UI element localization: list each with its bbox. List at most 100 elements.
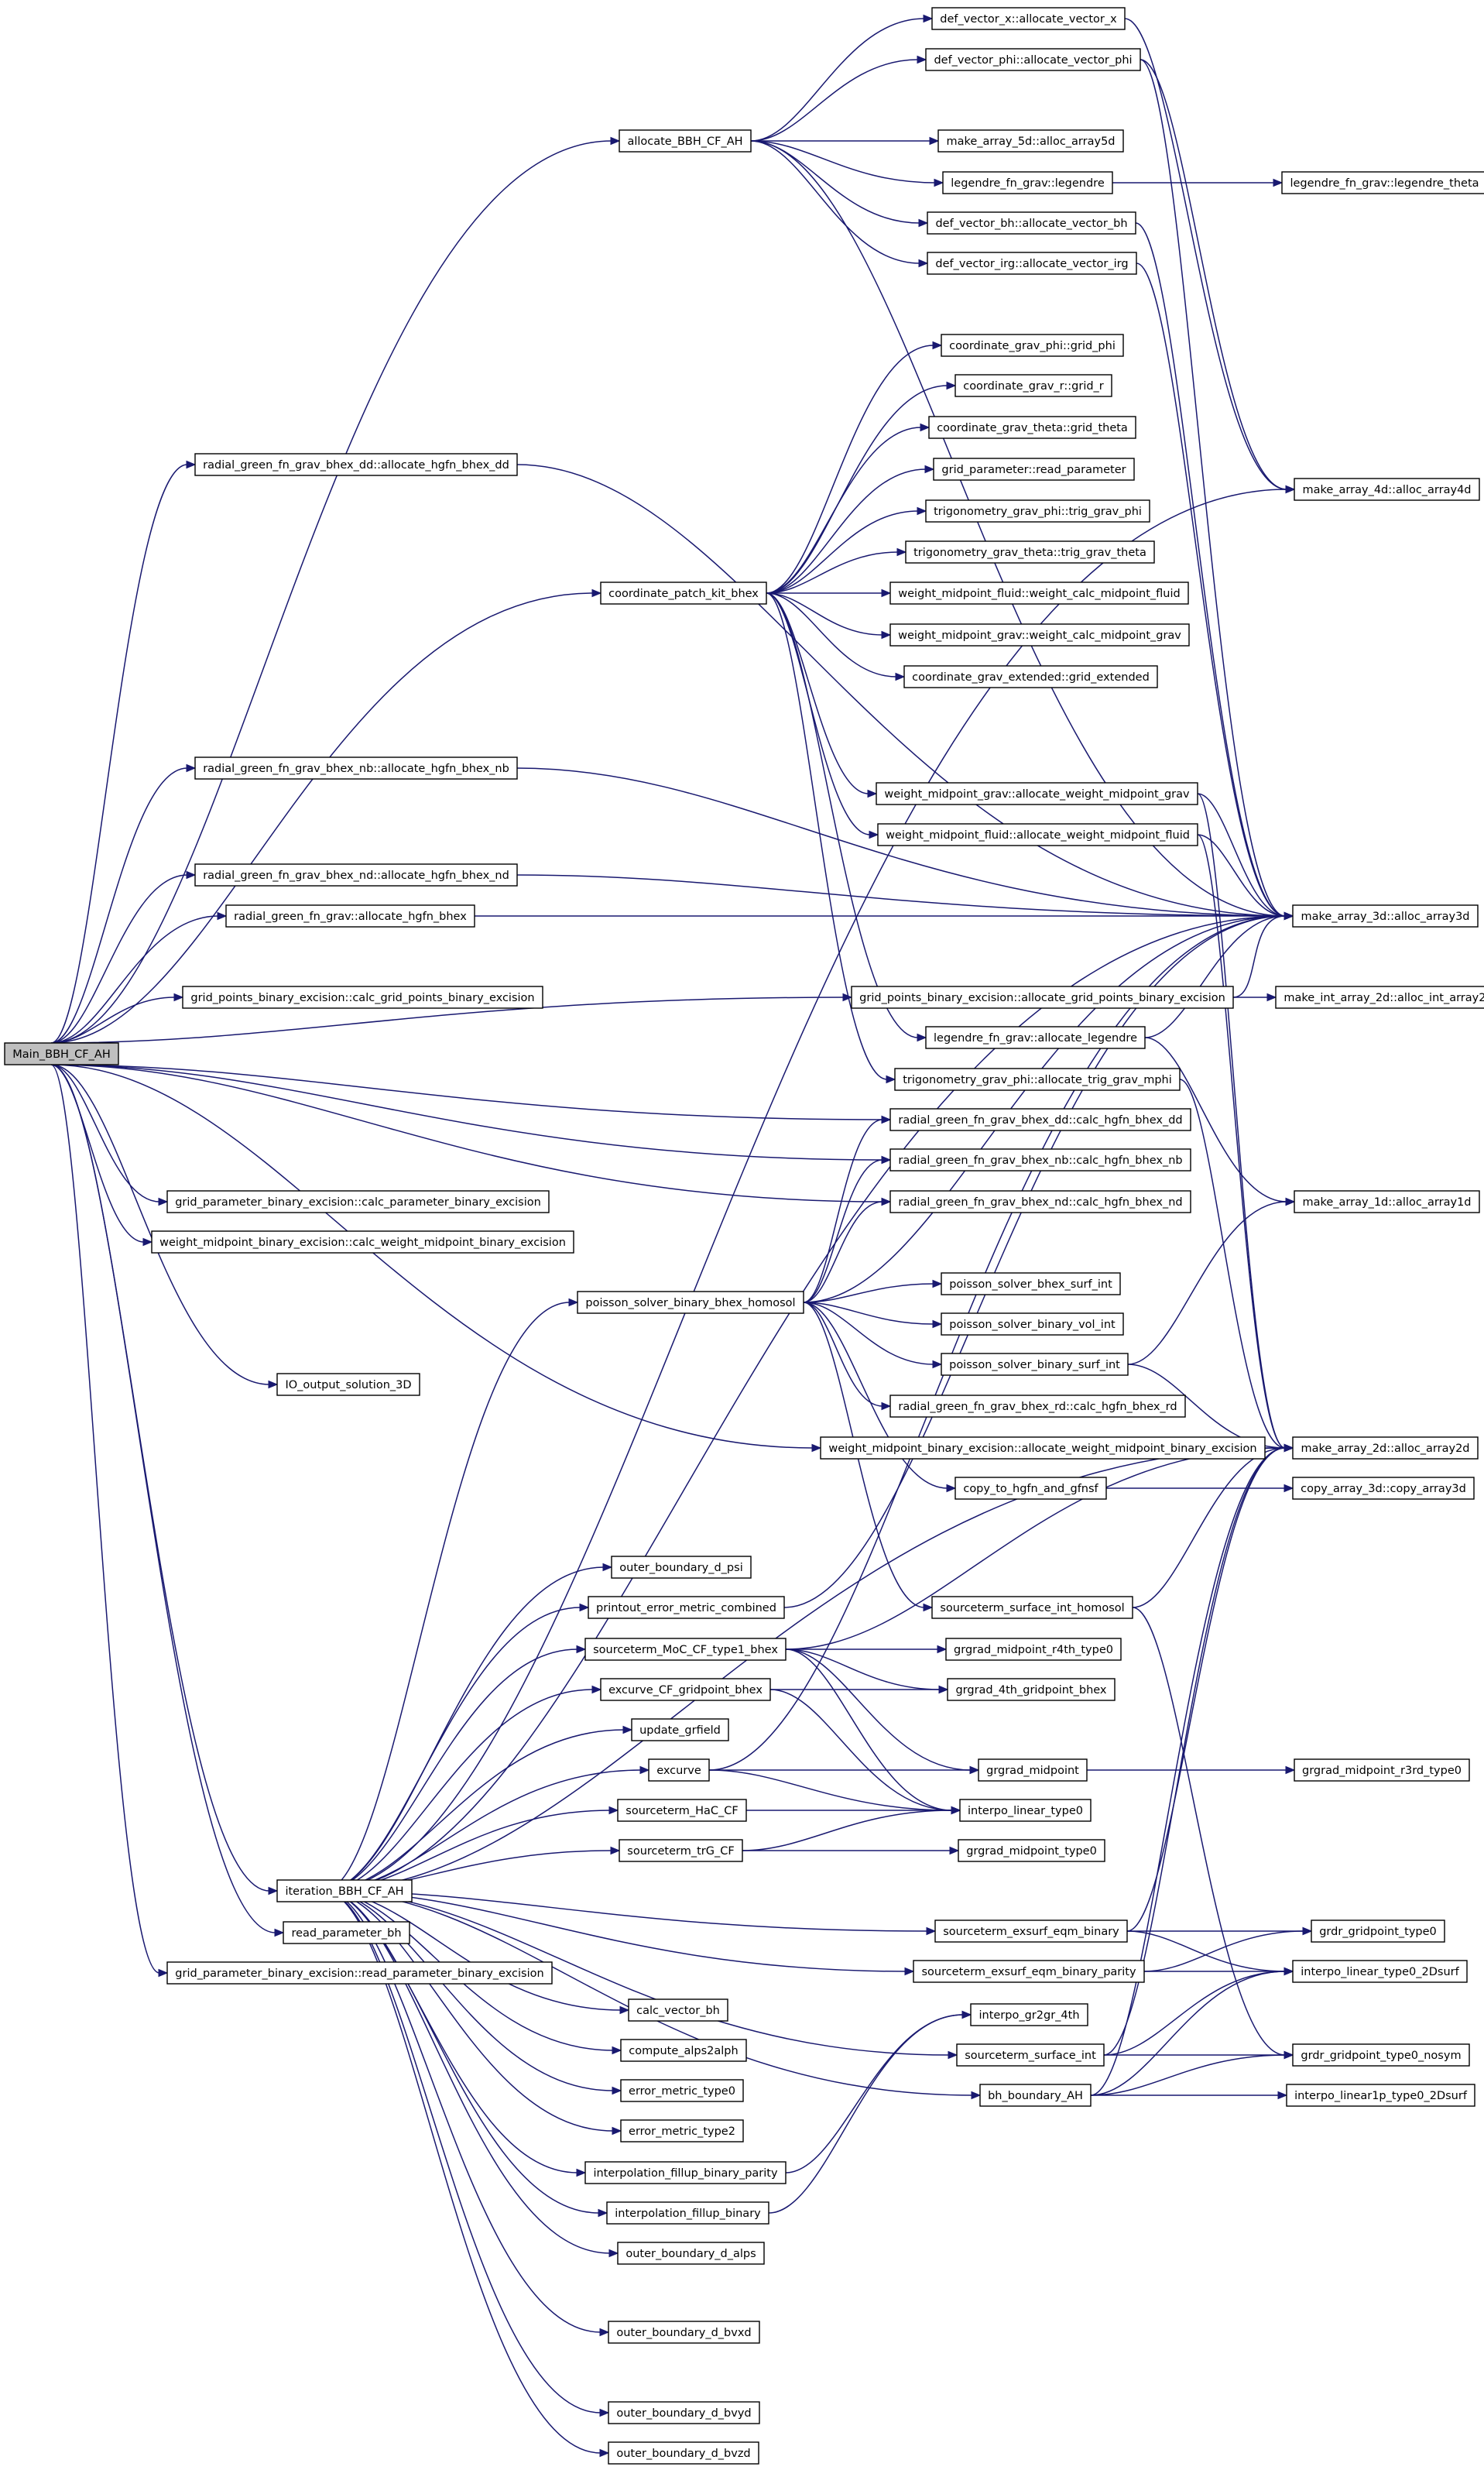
graph-node-il1p[interactable]: interpo_linear1p_type0_2Dsurf	[1286, 2084, 1475, 2107]
graph-node-dvirg[interactable]: def_vector_irg::allocate_vector_irg	[927, 252, 1137, 275]
graph-node-sttrg[interactable]: sourceterm_trG_CF	[619, 1839, 743, 1862]
graph-node-ggm4[interactable]: grgrad_midpoint_r4th_type0	[945, 1638, 1122, 1661]
graph-node-stexp[interactable]: sourceterm_exsurf_eqm_binary_parity	[913, 1960, 1145, 1983]
graph-node-label: coordinate_patch_kit_bhex	[608, 588, 759, 600]
graph-node-gdgtn[interactable]: grdr_gridpoint_type0_nosym	[1292, 2043, 1470, 2067]
graph-node-io3d[interactable]: IO_output_solution_3D	[276, 1373, 420, 1396]
call-edge	[50, 140, 612, 1044]
call-edge-arrowhead	[1284, 2050, 1294, 2060]
graph-node-chrd[interactable]: radial_green_fn_grav_bhex_rd::calc_hgfn_…	[889, 1395, 1186, 1418]
graph-node-ggm3[interactable]: grgrad_midpoint_r3rd_type0	[1294, 1758, 1470, 1782]
graph-node-gdgt0[interactable]: grdr_gridpoint_type0	[1311, 1920, 1445, 1943]
graph-node-dvbh[interactable]: def_vector_bh::allocate_vector_bh	[927, 211, 1136, 235]
graph-node-rp[interactable]: grid_parameter::read_parameter	[933, 458, 1135, 481]
graph-node-psbsi[interactable]: poisson_solver_bhex_surf_int	[941, 1272, 1121, 1295]
graph-node-chdd[interactable]: radial_green_fn_grav_bhex_dd::calc_hgfn_…	[889, 1108, 1191, 1131]
graph-node-wcmf[interactable]: weight_midpoint_fluid::weight_calc_midpo…	[889, 582, 1189, 605]
graph-node-box	[945, 1638, 1122, 1661]
graph-node-gg4gp[interactable]: grgrad_4th_gridpoint_bhex	[947, 1678, 1116, 1701]
graph-node-chnb[interactable]: radial_green_fn_grav_bhex_nb::calc_hgfn_…	[889, 1148, 1191, 1172]
graph-node-dvphi[interactable]: def_vector_phi::allocate_vector_phi	[925, 48, 1141, 71]
graph-node-leg[interactable]: legendre_fn_grav::legendre	[942, 171, 1113, 194]
graph-node-bhbah[interactable]: bh_boundary_AH	[979, 2084, 1092, 2107]
graph-node-psbvi[interactable]: poisson_solver_binary_vol_int	[941, 1312, 1124, 1336]
graph-node-iter[interactable]: iteration_BBH_CF_AH	[276, 1879, 413, 1902]
graph-node-main[interactable]: Main_BBH_CF_AH	[4, 1042, 119, 1065]
graph-node-pemc[interactable]: printout_error_metric_combined	[588, 1596, 785, 1619]
graph-node-aleg[interactable]: legendre_fn_grav::allocate_legendre	[925, 1026, 1146, 1049]
graph-node-atgm[interactable]: trigonometry_grav_phi::allocate_trig_gra…	[894, 1068, 1181, 1091]
graph-node-rhg[interactable]: radial_green_fn_grav::allocate_hgfn_bhex	[225, 904, 475, 928]
graph-node-ma2[interactable]: make_array_2d::alloc_array2d	[1292, 1436, 1479, 1460]
graph-node-box	[905, 540, 1155, 564]
graph-node-rpbh[interactable]: read_parameter_bh	[283, 1921, 410, 1944]
graph-node-obdby[interactable]: outer_boundary_d_bvyd	[608, 2401, 760, 2424]
graph-node-box	[1294, 1190, 1480, 1213]
graph-node-ifbp[interactable]: interpolation_fillup_binary_parity	[584, 2161, 787, 2184]
graph-node-cth[interactable]: copy_to_hgfn_and_gfnsf	[954, 1477, 1107, 1500]
graph-node-cwmbe[interactable]: weight_midpoint_binary_excision::calc_we…	[151, 1230, 574, 1254]
graph-node-tgt[interactable]: trigonometry_grav_theta::trig_grav_theta	[905, 540, 1155, 564]
graph-node-ca2a[interactable]: compute_alps2alph	[620, 2039, 747, 2062]
graph-node-obdbx[interactable]: outer_boundary_d_bvxd	[608, 2321, 760, 2344]
graph-node-wcmg[interactable]: weight_midpoint_grav::weight_calc_midpoi…	[889, 623, 1190, 647]
graph-node-dvx[interactable]: def_vector_x::allocate_vector_x	[931, 7, 1126, 30]
graph-node-cpbe[interactable]: grid_parameter_binary_excision::calc_par…	[166, 1190, 550, 1213]
graph-node-legth[interactable]: legendre_fn_grav::legendre_theta	[1281, 171, 1484, 194]
graph-node-psbbsi[interactable]: poisson_solver_binary_surf_int	[941, 1353, 1129, 1376]
call-edge	[766, 592, 897, 678]
graph-node-ilt02d[interactable]: interpo_linear_type0_2Dsurf	[1292, 1960, 1468, 1983]
graph-node-gext[interactable]: coordinate_grav_extended::grid_extended	[903, 665, 1158, 688]
graph-node-box	[947, 1678, 1116, 1701]
call-edge-arrowhead	[612, 2086, 622, 2095]
graph-node-agpbe[interactable]: grid_points_binary_excision::allocate_gr…	[851, 986, 1234, 1009]
graph-node-cpk[interactable]: coordinate_patch_kit_bhex	[600, 582, 767, 605]
graph-node-stmoc[interactable]: sourceterm_MoC_CF_type1_bhex	[584, 1638, 787, 1661]
graph-node-ca3[interactable]: copy_array_3d::copy_array3d	[1292, 1477, 1475, 1500]
call-edge	[50, 915, 219, 1044]
graph-node-ma3[interactable]: make_array_3d::alloc_array3d	[1292, 904, 1479, 928]
graph-node-ma5[interactable]: make_array_5d::alloc_array5d	[937, 129, 1124, 153]
graph-node-alloc_bbh[interactable]: allocate_BBH_CF_AH	[619, 129, 752, 153]
graph-node-ig2g[interactable]: interpo_gr2gr_4th	[970, 2003, 1088, 2026]
graph-node-rpbe[interactable]: grid_parameter_binary_excision::read_par…	[166, 1961, 553, 1985]
call-edge	[323, 1689, 594, 1892]
graph-node-psb[interactable]: poisson_solver_binary_bhex_homosol	[577, 1291, 804, 1314]
graph-node-ggm[interactable]: grgrad_midpoint	[978, 1758, 1088, 1782]
graph-node-emt0[interactable]: error_metric_type0	[620, 2079, 744, 2102]
graph-node-obda[interactable]: outer_boundary_d_alps	[617, 2242, 765, 2265]
graph-node-gr[interactable]: coordinate_grav_r::grid_r	[954, 374, 1112, 397]
graph-node-rhgdd[interactable]: radial_green_fn_grav_bhex_dd::allocate_h…	[194, 453, 518, 476]
graph-node-awmf[interactable]: weight_midpoint_fluid::allocate_weight_m…	[877, 823, 1198, 846]
graph-node-tgp[interactable]: trigonometry_grav_phi::trig_grav_phi	[925, 499, 1150, 523]
graph-node-exc[interactable]: excurve	[648, 1758, 710, 1782]
graph-node-rhgnd[interactable]: radial_green_fn_grav_bhex_nd::allocate_h…	[194, 863, 518, 887]
graph-node-stsi[interactable]: sourceterm_surface_int	[956, 2043, 1105, 2067]
graph-node-sthac[interactable]: sourceterm_HaC_CF	[617, 1799, 747, 1822]
graph-node-gphi[interactable]: coordinate_grav_phi::grid_phi	[941, 334, 1124, 357]
graph-node-gth[interactable]: coordinate_grav_theta::grid_theta	[928, 416, 1136, 439]
graph-node-ma4[interactable]: make_array_4d::alloc_array4d	[1294, 478, 1480, 501]
graph-node-mia2[interactable]: make_int_array_2d::alloc_int_array2d	[1275, 986, 1484, 1009]
graph-node-awmg[interactable]: weight_midpoint_grav::allocate_weight_mi…	[876, 782, 1198, 805]
graph-node-ma1[interactable]: make_array_1d::alloc_array1d	[1294, 1190, 1480, 1213]
graph-node-cgpbe[interactable]: grid_points_binary_excision::calc_grid_p…	[182, 986, 543, 1009]
call-edge	[766, 427, 922, 594]
call-edge-arrowhead	[619, 2005, 630, 2015]
graph-node-obdpsi[interactable]: outer_boundary_d_psi	[611, 1556, 752, 1579]
graph-node-ugrf[interactable]: update_grfield	[631, 1718, 729, 1741]
graph-node-obdbz[interactable]: outer_boundary_d_bvzd	[608, 2441, 759, 2465]
graph-node-awmbe[interactable]: weight_midpoint_binary_excision::allocat…	[820, 1436, 1266, 1460]
graph-node-ggmt0[interactable]: grgrad_midpoint_type0	[958, 1839, 1105, 1862]
graph-node-stsih[interactable]: sourceterm_surface_int_homosol	[931, 1596, 1133, 1619]
graph-node-ifb[interactable]: interpolation_fillup_binary	[606, 2201, 769, 2225]
graph-node-excgp[interactable]: excurve_CF_gridpoint_bhex	[600, 1678, 771, 1701]
graph-node-stex[interactable]: sourceterm_exsurf_eqm_binary	[934, 1920, 1128, 1943]
call-edge	[750, 140, 920, 224]
graph-node-ilt0[interactable]: interpo_linear_type0	[959, 1799, 1092, 1822]
graph-node-label: grgrad_midpoint_r3rd_type0	[1302, 1765, 1462, 1777]
graph-node-chnd[interactable]: radial_green_fn_grav_bhex_nd::calc_hgfn_…	[889, 1190, 1191, 1213]
graph-node-cvbh[interactable]: calc_vector_bh	[628, 1998, 728, 2022]
graph-node-rhgnb[interactable]: radial_green_fn_grav_bhex_nb::allocate_h…	[194, 756, 518, 780]
graph-node-emt2[interactable]: error_metric_type2	[620, 2119, 744, 2143]
